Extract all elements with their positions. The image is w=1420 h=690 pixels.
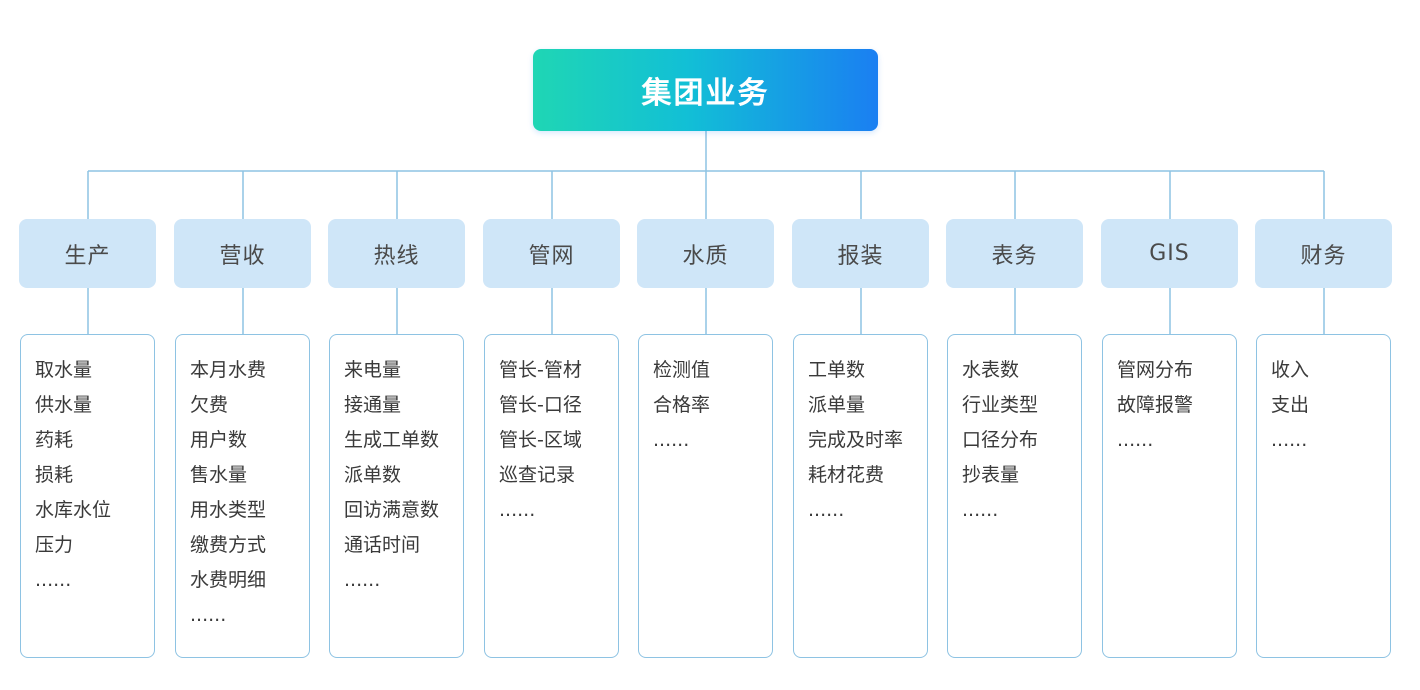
detail-box-meter: 水表数 行业类型 口径分布 抄表量 ......: [947, 334, 1082, 658]
category-node-installation: 报装: [792, 219, 929, 288]
list-item: 售水量: [190, 464, 248, 486]
detail-box-pipe-network: 管长-管材 管长-口径 管长-区域 巡查记录 ......: [484, 334, 619, 658]
list-item: 巡查记录: [499, 464, 576, 486]
list-item: 生成工单数: [344, 429, 440, 451]
list-item: 管网分布: [1117, 359, 1194, 381]
list-item: ......: [962, 499, 999, 521]
list-item: 水费明细: [190, 569, 267, 591]
list-item: 用户数: [190, 429, 248, 451]
list-item: ......: [1271, 429, 1308, 451]
category-label: 生产: [64, 243, 111, 269]
list-item: ......: [499, 499, 536, 521]
root-node: 集团业务: [533, 49, 878, 131]
category-node-pipe-network: 管网: [483, 219, 620, 288]
detail-box-finance: 收入 支出 ......: [1256, 334, 1391, 658]
list-item: 压力: [35, 534, 74, 556]
list-item: 药耗: [35, 429, 74, 451]
list-item: 耗材花费: [808, 464, 885, 486]
list-item: 管长-管材: [499, 359, 582, 381]
detail-box-revenue: 本月水费 欠费 用户数 售水量 用水类型 缴费方式 水费明细 ......: [175, 334, 310, 658]
list-item: 本月水费: [190, 359, 267, 381]
list-item: 检测值: [653, 359, 711, 381]
detail-box-hotline: 来电量 接通量 生成工单数 派单数 回访满意数 通话时间 ......: [329, 334, 464, 658]
list-item: 故障报警: [1117, 394, 1194, 416]
list-item: ......: [653, 429, 690, 451]
category-node-finance: 财务: [1255, 219, 1392, 288]
root-node-label: 集团业务: [641, 76, 770, 111]
category-label: 管网: [528, 243, 575, 269]
list-item: 抄表量: [962, 464, 1020, 486]
list-item: 供水量: [35, 394, 93, 416]
list-item: ......: [344, 569, 381, 591]
list-item: 派单数: [344, 464, 402, 486]
list-item: 接通量: [344, 394, 402, 416]
list-item: 用水类型: [190, 499, 267, 521]
category-label: GIS: [1149, 241, 1190, 266]
category-label: 水质: [682, 243, 729, 269]
list-item: 行业类型: [962, 394, 1039, 416]
list-item: 缴费方式: [190, 534, 267, 556]
category-node-meter: 表务: [946, 219, 1083, 288]
list-item: 收入: [1271, 359, 1310, 381]
list-item: 通话时间: [344, 534, 421, 556]
category-label: 报装: [837, 243, 884, 269]
list-item: 工单数: [808, 359, 866, 381]
category-label: 表务: [991, 243, 1038, 269]
category-label: 财务: [1300, 243, 1347, 269]
list-item: 派单量: [808, 394, 866, 416]
list-item: 回访满意数: [344, 499, 440, 521]
category-node-hotline: 热线: [328, 219, 465, 288]
list-item: 水表数: [962, 359, 1020, 381]
list-item: ......: [808, 499, 845, 521]
list-item: ......: [35, 569, 72, 591]
list-item: 来电量: [344, 359, 402, 381]
list-item: 取水量: [35, 359, 93, 381]
list-item: 支出: [1271, 394, 1310, 416]
detail-box-production: 取水量 供水量 药耗 损耗 水库水位 压力 ......: [20, 334, 155, 658]
list-item: 损耗: [35, 464, 74, 486]
list-item: 合格率: [653, 394, 711, 416]
category-node-water-quality: 水质: [637, 219, 774, 288]
list-item: 欠费: [190, 394, 229, 416]
list-item: 管长-口径: [499, 394, 582, 416]
category-label: 热线: [373, 243, 420, 269]
category-node-production: 生产: [19, 219, 156, 288]
category-node-revenue: 营收: [174, 219, 311, 288]
list-item: ......: [190, 604, 227, 626]
list-item: 管长-区域: [499, 429, 582, 451]
list-item: 完成及时率: [808, 429, 904, 451]
list-item: ......: [1117, 429, 1154, 451]
category-node-gis: GIS: [1101, 219, 1238, 288]
detail-box-water-quality: 检测值 合格率 ......: [638, 334, 773, 658]
detail-box-installation: 工单数 派单量 完成及时率 耗材花费 ......: [793, 334, 928, 658]
category-label: 营收: [219, 243, 266, 269]
list-item: 水库水位: [35, 499, 112, 521]
detail-box-gis: 管网分布 故障报警 ......: [1102, 334, 1237, 658]
list-item: 口径分布: [962, 429, 1039, 451]
